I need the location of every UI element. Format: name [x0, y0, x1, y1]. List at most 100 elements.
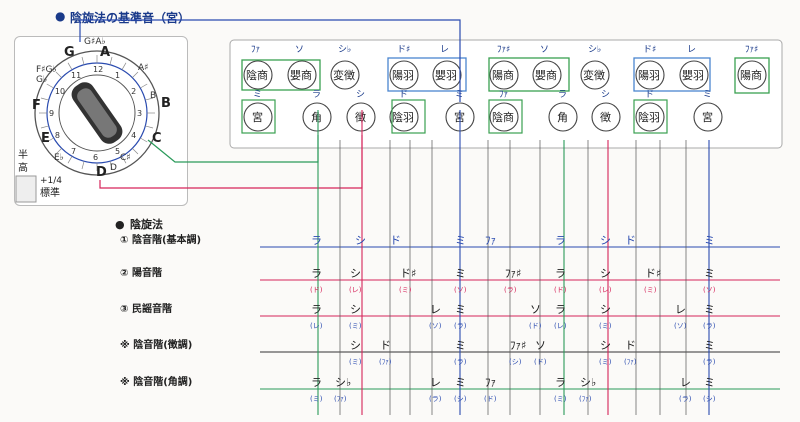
scale-note: シ	[600, 303, 611, 316]
row2-small-label: ミ	[253, 90, 262, 100]
dial-sub-label: G♭	[36, 75, 47, 85]
scale-sub-note: (ソ)	[429, 322, 442, 330]
scale-sub-note: (ソ)	[674, 322, 687, 330]
row2-circle-label: 宮	[252, 110, 263, 124]
dial-tick	[55, 148, 62, 155]
dial-note-label: B	[161, 96, 171, 111]
row2-circle-label: 徴	[600, 110, 611, 124]
row2-box	[241, 99, 276, 134]
scale-sub-note: (ド)	[529, 322, 542, 330]
dial-number: 1	[115, 71, 120, 80]
row1-small-label: ﾌｧ♯	[745, 45, 758, 55]
scale-sub-note: (ラ)	[703, 322, 716, 330]
row1-circle	[243, 60, 273, 90]
scale-sub-note: (ラ)	[703, 358, 716, 366]
dial-note-label: E	[41, 131, 50, 146]
row1-circle	[635, 60, 665, 90]
dial-sub-label: E♭	[54, 153, 64, 163]
dial-number: 11	[71, 71, 81, 80]
dial-number: 7	[71, 147, 76, 156]
row1-circle-label: 陽商	[492, 68, 514, 82]
dial-tick	[140, 83, 148, 89]
scale-sub-note: (シ)	[454, 395, 467, 403]
scale-note: ミ	[455, 339, 466, 352]
scale-row-label: ② 陽音階	[120, 266, 162, 279]
dial-sub-label: C♯	[120, 153, 131, 163]
scale-note: ﾌｧ♯	[510, 339, 526, 352]
section-title: 陰旋法	[130, 217, 163, 231]
row1-circle	[580, 60, 610, 90]
blue-connector	[79, 19, 461, 102]
scale-note: ﾌｧ	[485, 376, 496, 389]
scale-note: ラ	[311, 303, 322, 316]
dial-number: 9	[49, 109, 54, 118]
header-title: 陰旋法の基準音（宮）	[70, 11, 191, 25]
row1-small-label: ド♯	[643, 45, 656, 55]
dial-number: 2	[131, 87, 136, 96]
scale-sub-note: (シ)	[703, 395, 716, 403]
row2-circle	[591, 102, 621, 132]
row1-circle	[287, 60, 317, 90]
scale-note: ミ	[704, 376, 715, 389]
dial-number: 8	[55, 131, 60, 140]
blue-box	[633, 57, 711, 92]
scale-sub-note: (ミ)	[599, 322, 612, 330]
scale-note: ド	[625, 234, 636, 247]
scale-note: ﾌｧ	[485, 234, 496, 247]
row2-circle-label: 陰羽	[638, 110, 660, 124]
row1-small-label: シ♭	[338, 45, 351, 55]
row2-circle	[635, 102, 665, 132]
scale-sub-note: (ラ)	[504, 286, 517, 294]
dial-sub-label: F♯G♭	[36, 65, 57, 75]
dial-note-label: C	[152, 131, 162, 146]
scale-sub-note: (ミ)	[399, 286, 412, 294]
row1-circle-label: 陽商	[740, 68, 762, 82]
row1-circle-label: 嬰商	[535, 68, 557, 82]
row1-circle	[489, 60, 519, 90]
scale-note: ラ	[555, 267, 566, 280]
dial-note-label: D	[96, 165, 107, 180]
dial-number: 10	[55, 87, 65, 96]
dial-tick	[145, 125, 154, 129]
scale-sub-note: (ド)	[310, 286, 323, 294]
row2-small-label: ミ	[703, 90, 712, 100]
row2-small-label: シ	[601, 90, 610, 100]
scale-note: ソ	[535, 339, 546, 352]
row2-box	[633, 99, 668, 134]
row2-circle	[346, 102, 376, 132]
row1-circle	[389, 60, 419, 90]
dial-number: 6	[93, 153, 98, 162]
row2-circle-label: 角	[557, 111, 568, 124]
scale-note: シ	[355, 234, 366, 247]
scale-sub-note: (ミ)	[349, 322, 362, 330]
scale-note: ラ	[555, 234, 566, 247]
scale-note: ミ	[704, 303, 715, 316]
row1-small-label: ソ	[540, 45, 549, 55]
dial-tick	[121, 62, 127, 70]
scale-sub-note: (ミ)	[349, 358, 362, 366]
scale-note: レ	[675, 303, 686, 316]
row2-circle	[693, 102, 723, 132]
dial-tick	[109, 56, 113, 65]
dial-number: 4	[131, 131, 136, 140]
scale-sub-note: (ラ)	[454, 322, 467, 330]
row2-circle-label: 宮	[702, 110, 713, 124]
scale-note: ラ	[311, 376, 322, 389]
scale-sub-note: (ソ)	[703, 286, 716, 294]
scale-sub-note: (レ)	[349, 286, 362, 294]
dial-tick	[132, 71, 139, 78]
scale-note: ド	[380, 339, 391, 352]
dial-note-label: A	[100, 45, 110, 60]
row2-small-label: ラ	[312, 89, 321, 100]
dial-sub-label: A♯	[138, 63, 149, 73]
scale-sub-note: (ミ)	[310, 395, 323, 403]
row2-circle	[243, 102, 273, 132]
row1-small-label: ソ	[295, 45, 304, 55]
scale-note: ド♯	[400, 267, 416, 280]
scale-note: ミ	[704, 267, 715, 280]
row2-small-label: ド	[645, 90, 654, 100]
scale-row-label: ※ 陰音階(徴調)	[120, 338, 192, 351]
green-box	[241, 59, 321, 91]
scale-note: ミ	[455, 234, 466, 247]
